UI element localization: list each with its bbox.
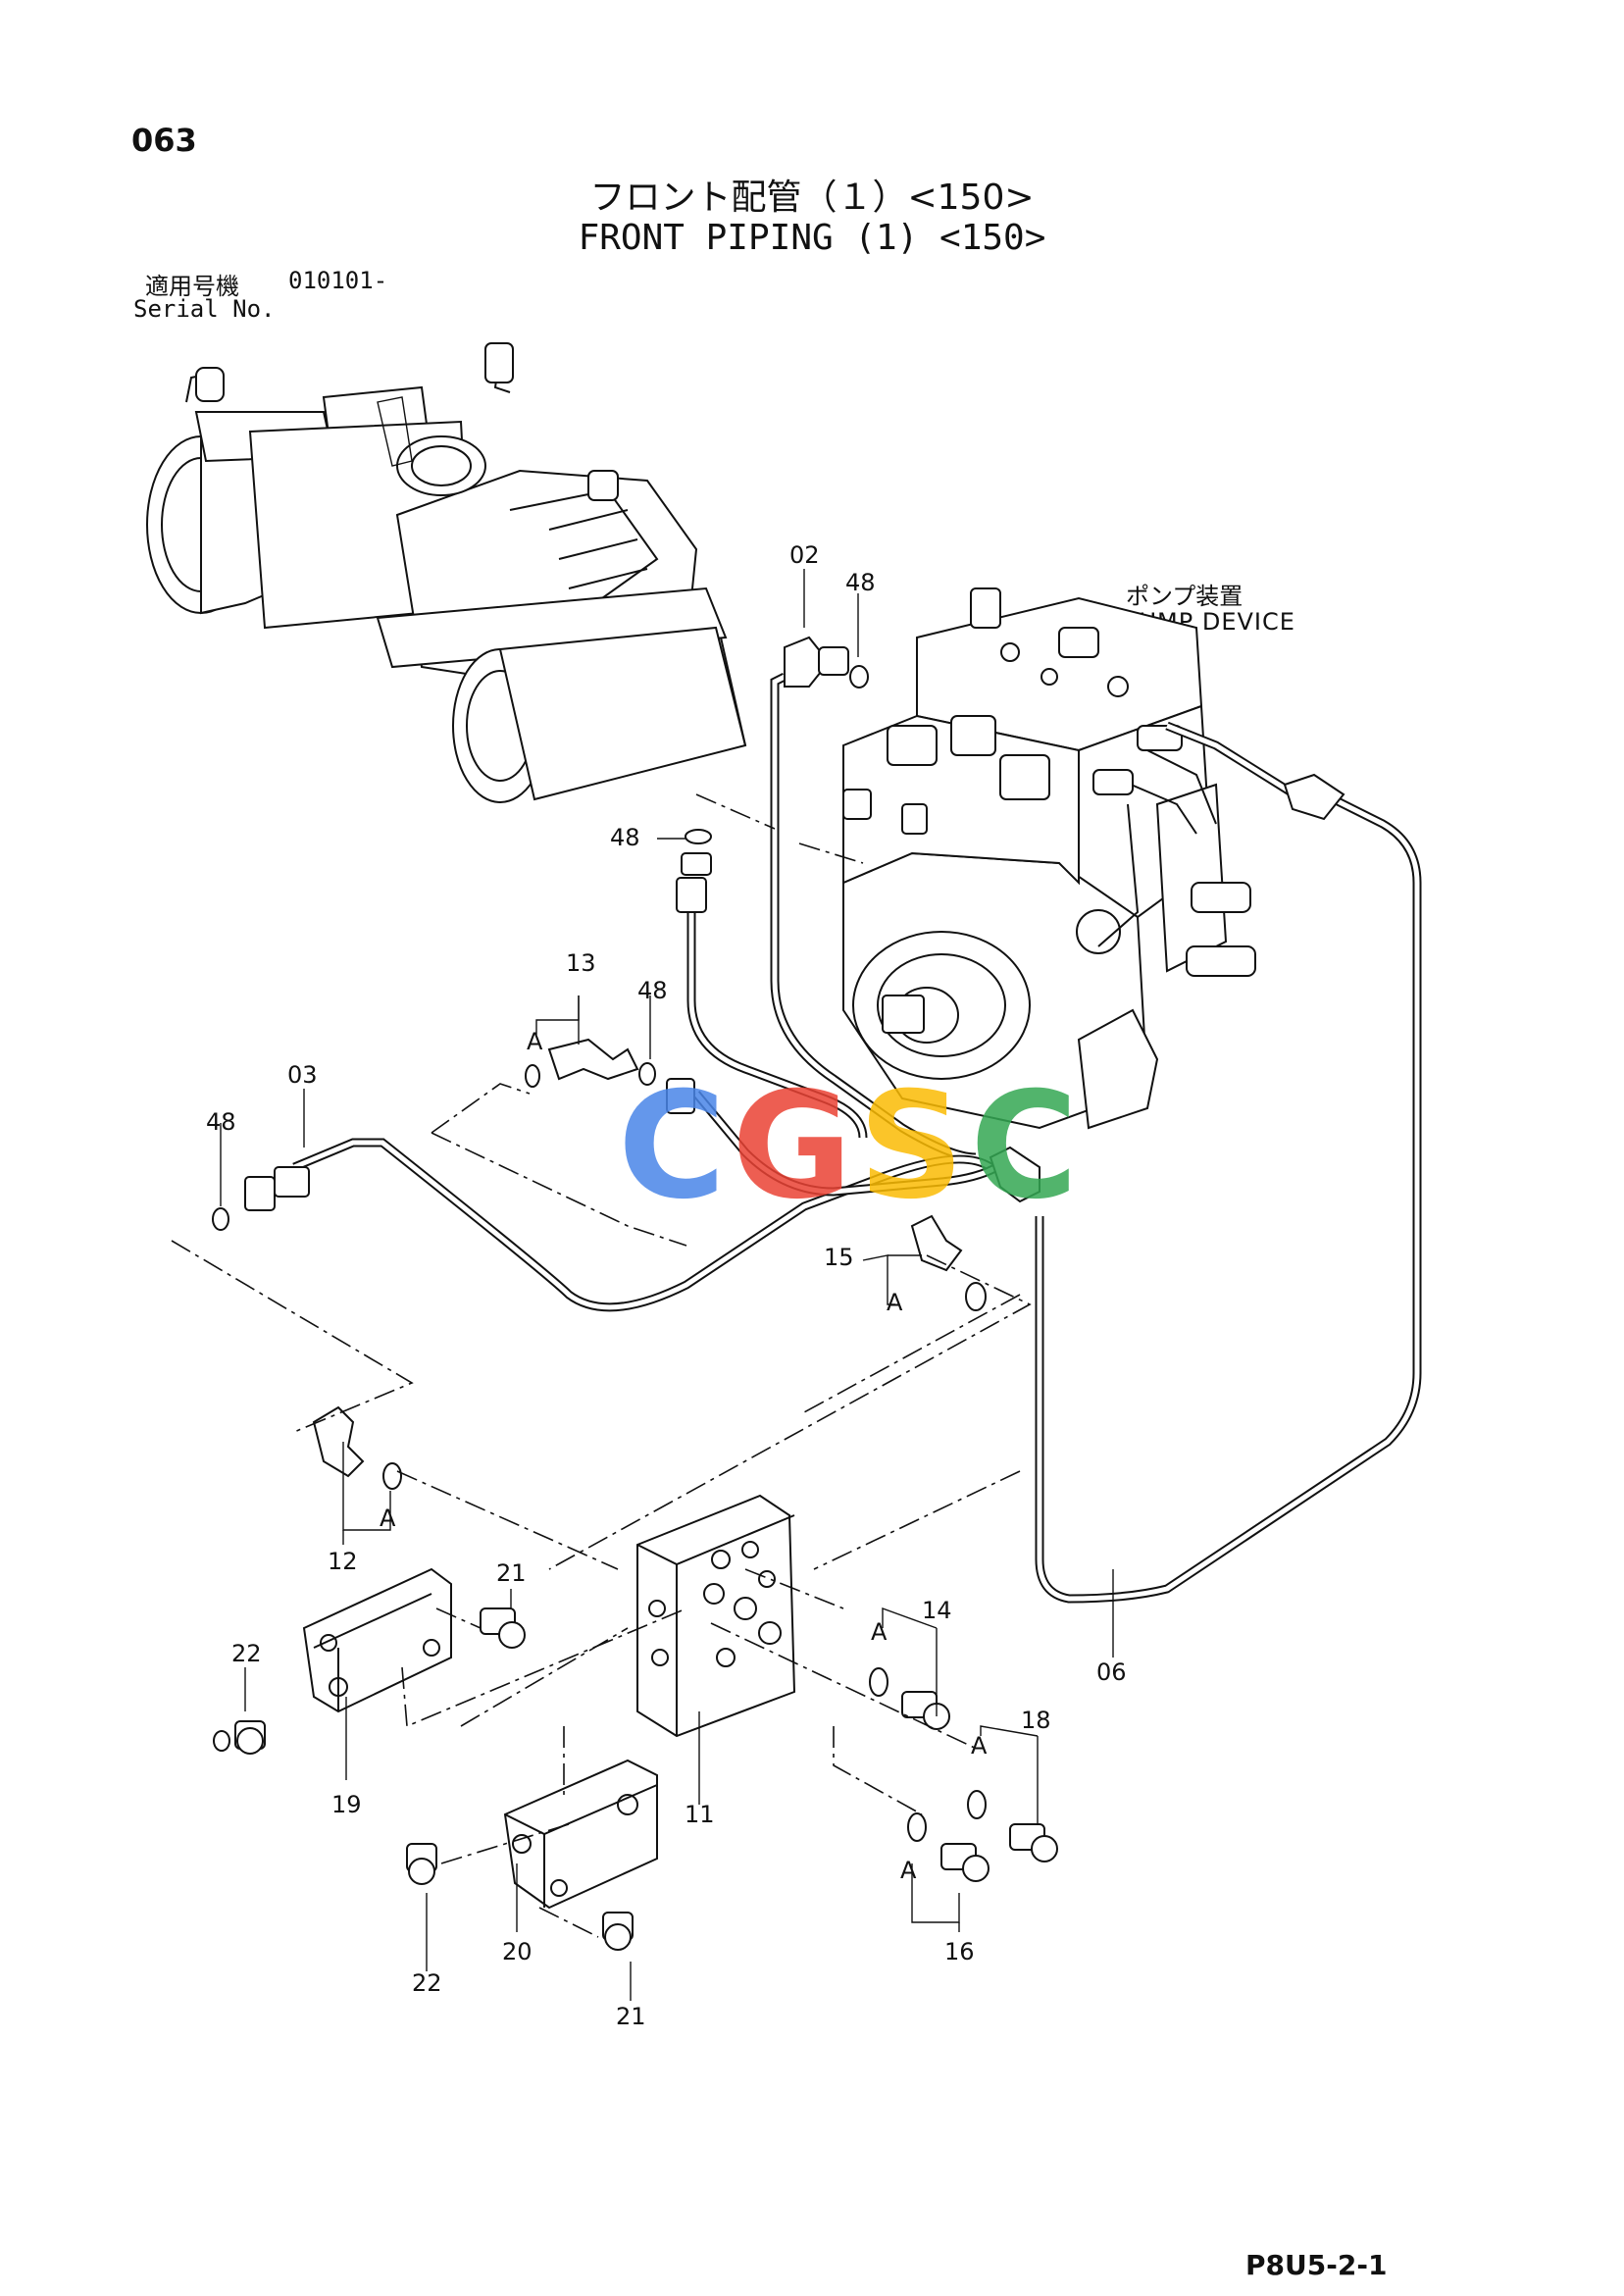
watermark-letter: G — [732, 1061, 858, 1232]
watermark: CGSC — [618, 1061, 1084, 1232]
watermark-text: CGSC — [618, 1061, 1084, 1232]
part-label-19: 19 — [331, 1791, 362, 1818]
part-label-03: 03 — [287, 1061, 318, 1089]
part-label-11: 11 — [685, 1801, 715, 1828]
part-label-20: 20 — [502, 1938, 533, 1965]
reference-mark-a: A — [887, 1289, 903, 1316]
part-label-48: 48 — [845, 569, 876, 596]
title-japanese: フロント配管（１）<150> — [589, 178, 1035, 218]
reference-mark-a: A — [380, 1505, 396, 1532]
reference-mark-a: A — [900, 1857, 917, 1884]
title-english: FRONT PIPING (1) <150> — [578, 218, 1046, 258]
pump-device-illustration — [842, 587, 1256, 1130]
part-label-18: 18 — [1021, 1707, 1051, 1734]
part-label-15: 15 — [824, 1244, 854, 1271]
part-label-22: 22 — [231, 1640, 262, 1667]
part-label-14: 14 — [922, 1597, 952, 1624]
reference-lines — [171, 793, 1032, 1938]
serial-label-japanese: 適用号機 — [145, 273, 239, 300]
leader-lines — [220, 569, 1114, 2001]
part-label-12: 12 — [328, 1548, 358, 1575]
part-label-06: 06 — [1096, 1658, 1127, 1686]
pump-device-label-japanese: ポンプ装置 — [1126, 583, 1243, 610]
part-label-48: 48 — [610, 824, 640, 851]
part-label-48: 48 — [206, 1108, 236, 1136]
watermark-letter: C — [970, 1061, 1084, 1232]
reference-mark-a: A — [871, 1618, 888, 1646]
part-label-21: 21 — [616, 2003, 646, 2030]
footer-code: P8U5-2-1 — [1245, 2249, 1388, 2281]
part-label-22: 22 — [412, 1969, 442, 1997]
watermark-letter: C — [618, 1061, 732, 1232]
serial-value: 010101- — [288, 267, 388, 294]
part-label-48: 48 — [637, 977, 668, 1004]
part-labels: 02 48 48 13 48 03 48 15 12 21 22 19 11 1… — [206, 541, 1127, 2030]
part-label-16: 16 — [944, 1938, 975, 1965]
page-number: 063 — [131, 122, 197, 159]
block-and-brackets — [302, 1494, 796, 1910]
serial-label-english: Serial No. — [133, 295, 276, 323]
pipes — [292, 672, 1422, 1604]
watermark-letter: S — [858, 1061, 970, 1232]
reference-mark-a: A — [527, 1028, 543, 1055]
reference-mark-a: A — [971, 1732, 988, 1760]
machine-illustration — [146, 342, 747, 803]
part-label-21: 21 — [496, 1559, 527, 1587]
part-label-13: 13 — [566, 949, 596, 977]
part-label-02: 02 — [789, 541, 820, 569]
